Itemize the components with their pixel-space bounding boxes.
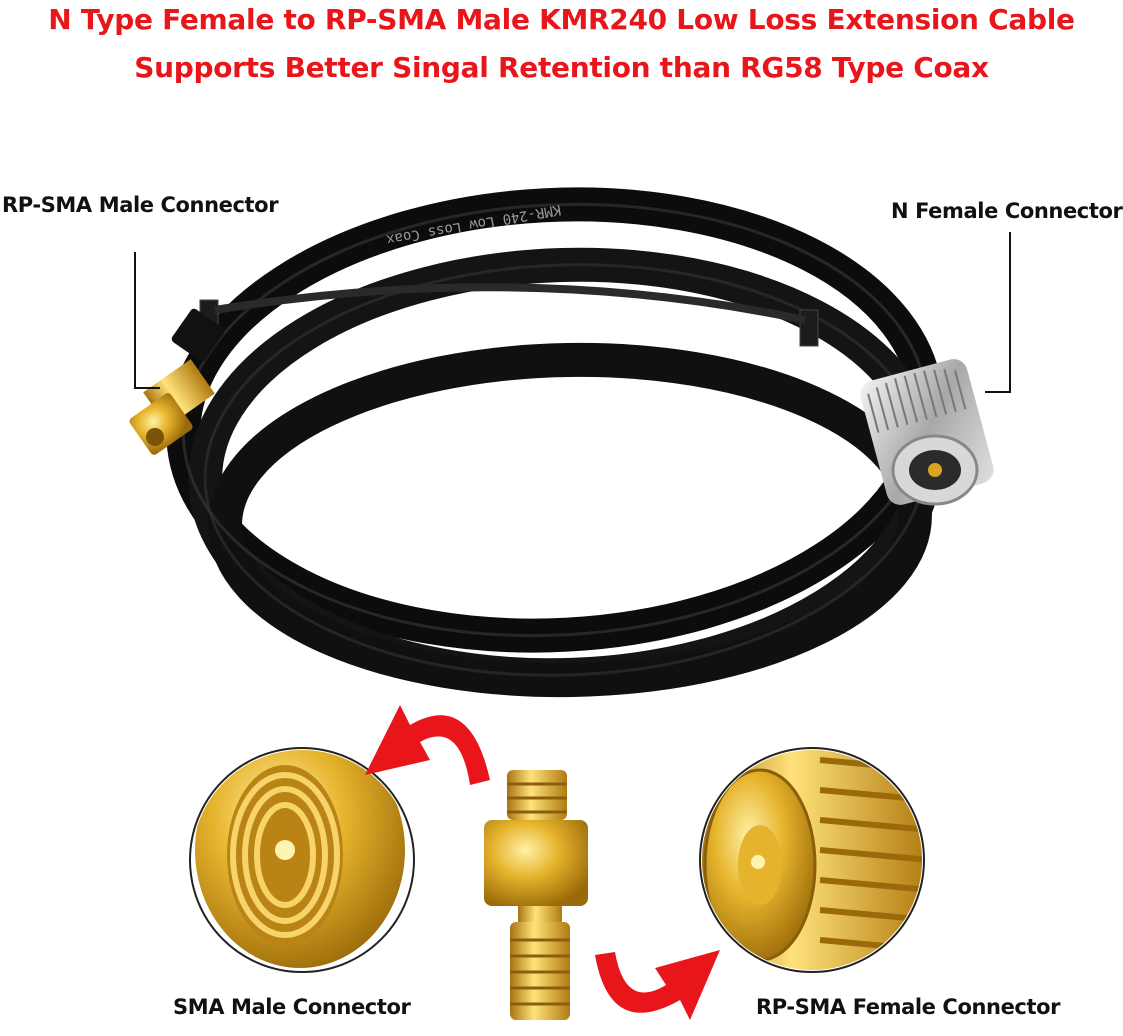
callout-n-female: N Female Connector xyxy=(891,199,1123,223)
coax-cable xyxy=(166,187,944,698)
headline-line-2: Supports Better Singal Retention than RG… xyxy=(134,51,989,84)
callout-sma-male: SMA Male Connector xyxy=(173,995,411,1019)
callout-rpsma-male: RP-SMA Male Connector xyxy=(2,193,279,217)
sma-male-detail xyxy=(189,747,415,973)
rpsma-female-detail xyxy=(699,747,925,973)
n-female-connector-icon xyxy=(860,359,994,506)
swap-arrow-icon xyxy=(365,705,720,1020)
rpsma-male-connector-icon xyxy=(129,308,225,455)
leader-line xyxy=(134,232,1011,393)
adapter-icon xyxy=(484,770,588,1020)
callout-rpsma-female: RP-SMA Female Connector xyxy=(756,995,1061,1019)
headline-line-1: N Type Female to RP-SMA Male KMR240 Low … xyxy=(48,3,1075,36)
